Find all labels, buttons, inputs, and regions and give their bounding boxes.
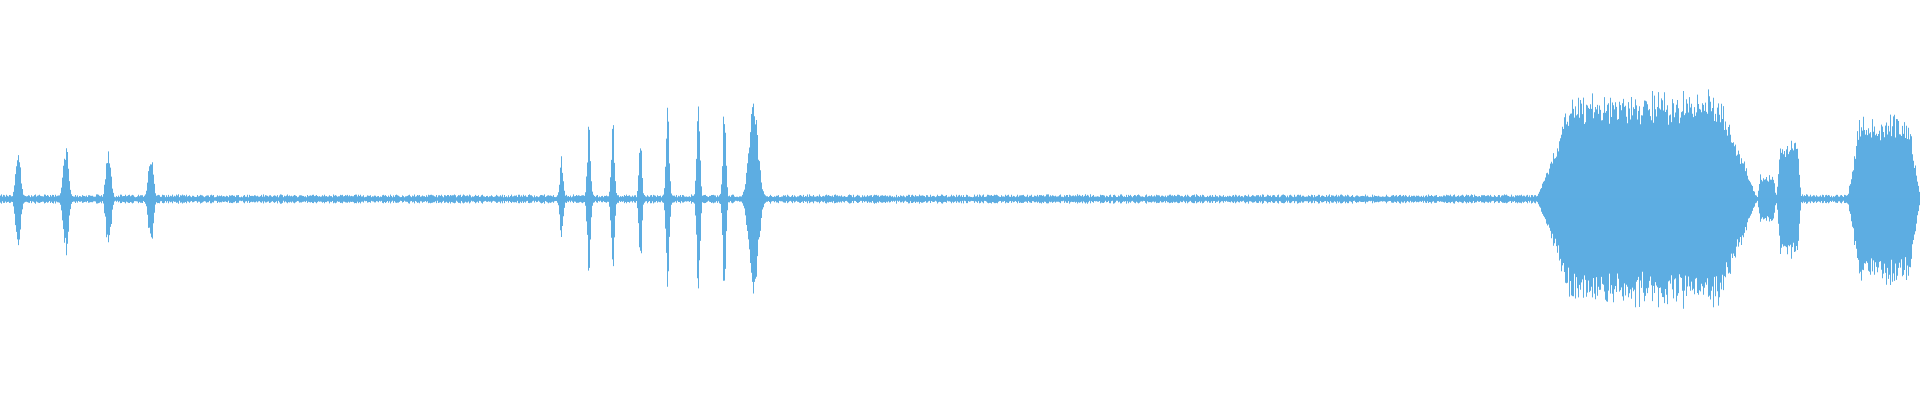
audio-waveform[interactable] bbox=[0, 0, 1920, 400]
audio-waveform-view[interactable] bbox=[0, 0, 1920, 400]
